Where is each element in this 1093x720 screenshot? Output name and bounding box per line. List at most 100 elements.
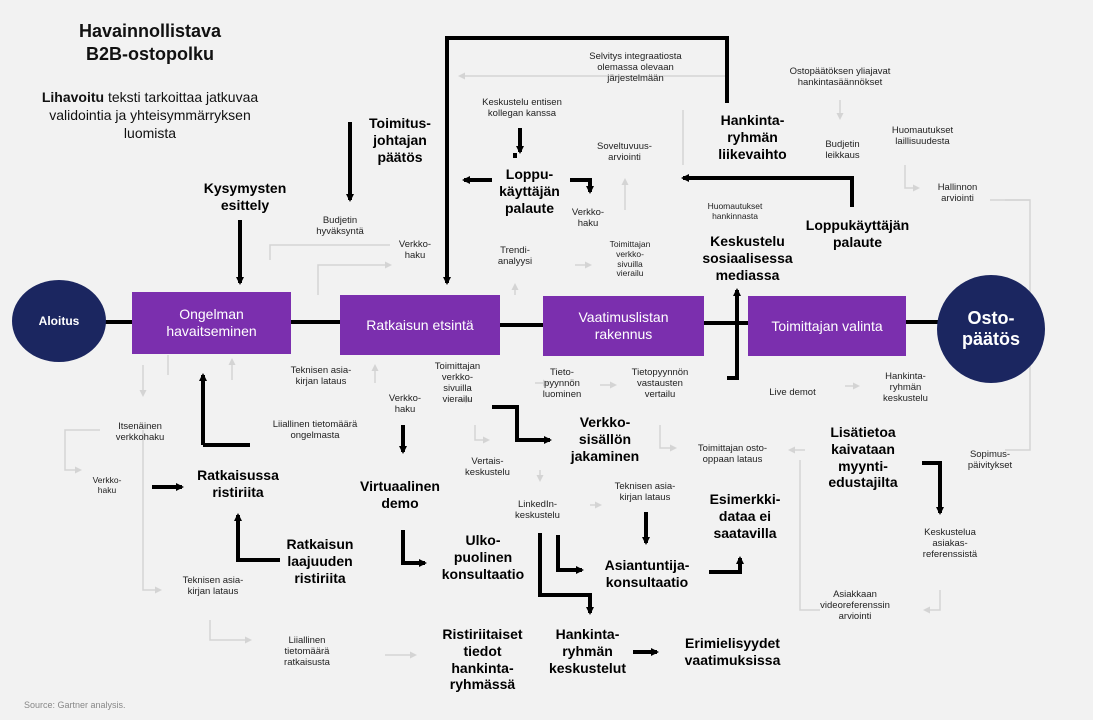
label-line: Budjetin bbox=[322, 215, 358, 226]
label-line: hankinta- bbox=[451, 659, 514, 676]
label-line: Toimittajan osto- bbox=[697, 443, 768, 454]
label-line: arviointi bbox=[941, 192, 974, 204]
label-line: referenssistä bbox=[922, 548, 978, 560]
stage-label: Vaatimuslistan bbox=[578, 309, 669, 326]
stage-label: rakennus bbox=[594, 326, 653, 342]
end-circle: Osto- päätös bbox=[937, 275, 1045, 383]
label-line: johtajan bbox=[373, 131, 427, 148]
label-line: Soveltuvuus- bbox=[597, 141, 652, 152]
legend-text: teksti tarkoittaa jatkuvaa validointia j… bbox=[49, 89, 259, 142]
light-connectors bbox=[64, 72, 1031, 659]
label-line: Ratkaisussa bbox=[197, 467, 279, 483]
label-line: konsultaatio bbox=[441, 565, 525, 582]
label-line: demo bbox=[381, 494, 419, 511]
label-line: Keskustelu entisen bbox=[482, 97, 562, 108]
label-line: Keskustelua bbox=[924, 527, 976, 538]
label-line: haku bbox=[404, 249, 426, 261]
label-line: kirjan lataus bbox=[295, 375, 347, 387]
label-line: Live demot bbox=[769, 387, 816, 398]
label-line: Toimittajan bbox=[434, 361, 481, 372]
label-line: kirjan lataus bbox=[619, 491, 671, 503]
label-line: sivuilla bbox=[617, 258, 643, 269]
label-line: analyysi bbox=[497, 255, 533, 267]
label-teknisen-3: Teknisen asia-kirjan lataus bbox=[600, 481, 690, 504]
label-line: Teknisen asia- bbox=[614, 481, 676, 492]
label-line: mediassa bbox=[715, 266, 780, 283]
label-line: hankinnasta bbox=[712, 210, 758, 221]
label-trendianalyysi: Trendi-analyysi bbox=[490, 245, 540, 268]
label-line: Hankinta- bbox=[885, 371, 926, 382]
label-line: Hallinnon bbox=[937, 182, 978, 193]
legend-note: Lihavoitu teksti tarkoittaa jatkuvaa val… bbox=[30, 88, 270, 143]
label-line: Ratkaisun bbox=[286, 536, 354, 552]
label-line: Ostopäätöksen yliajavat bbox=[789, 66, 891, 77]
label-vertaiskeskustelu: Vertais-keskustelu bbox=[450, 456, 525, 479]
label-line: laillisuudesta bbox=[895, 135, 950, 147]
label-line: ongelmasta bbox=[290, 429, 340, 441]
label-line: Ulko- bbox=[465, 532, 501, 548]
start-circle: Aloitus bbox=[12, 280, 106, 362]
label-line: päivitykset bbox=[967, 459, 1013, 471]
label-line: järjestelmään bbox=[607, 72, 664, 84]
stage-label: Toimittajan valinta bbox=[771, 317, 883, 334]
label-line: puolinen bbox=[453, 548, 513, 565]
label-line: Loppu- bbox=[505, 166, 554, 182]
label-line: keskustelu bbox=[515, 509, 560, 521]
label-linkedin-keskustelu: LinkedIn-keskustelu bbox=[505, 499, 570, 522]
start-label: Aloitus bbox=[38, 314, 80, 328]
label-line: edustajilta bbox=[828, 474, 898, 491]
label-line: leikkaus bbox=[825, 149, 860, 161]
label-line: Verkko- bbox=[579, 414, 631, 430]
label-line: verkkohaku bbox=[115, 431, 165, 443]
label-line: Itsenäinen bbox=[118, 421, 162, 432]
label-teknisen-1: Teknisen asia-kirjan lataus bbox=[276, 365, 366, 388]
label-line: Tieto- bbox=[550, 367, 574, 378]
label-line: Asiantuntija- bbox=[604, 557, 690, 573]
label-line: Loppukäyttäjän bbox=[805, 217, 910, 233]
stage-solution-exploration: Ratkaisun etsintä bbox=[340, 295, 500, 355]
label-line: Hankinta- bbox=[720, 112, 785, 128]
label-line: Toimittajan bbox=[609, 239, 651, 249]
label-line: liikevaihto bbox=[718, 145, 787, 162]
label-line: Verkko- bbox=[398, 239, 432, 250]
stage-requirements-building: Vaatimuslistan rakennus bbox=[543, 296, 704, 356]
label-line: vierailu bbox=[616, 268, 644, 279]
label-line: palaute bbox=[832, 233, 882, 250]
label-line: haku bbox=[577, 217, 599, 229]
label-line: Ristiriitaiset bbox=[442, 626, 523, 642]
label-line: Verkko- bbox=[388, 393, 422, 404]
label-line: ristiriita bbox=[212, 483, 264, 500]
label-line: Tietopyynnön bbox=[631, 367, 689, 378]
label-line: Kysymysten bbox=[203, 180, 287, 196]
label-line: sosiaalisessa bbox=[702, 249, 793, 266]
label-line: esittely bbox=[220, 196, 270, 213]
label-line: kirjan lataus bbox=[187, 585, 239, 597]
label-line: pyynnön bbox=[544, 377, 580, 389]
label-verkkohaku-3: Verkko-haku bbox=[380, 393, 430, 416]
label-line: Keskustelu bbox=[710, 233, 785, 249]
stage-label: havaitseminen bbox=[166, 323, 257, 339]
label-line: Sopimus- bbox=[969, 449, 1011, 460]
diagram-title: Havainnollistava B2B-ostopolku bbox=[30, 20, 270, 67]
stage-supplier-selection: Toimittajan valinta bbox=[748, 296, 906, 356]
